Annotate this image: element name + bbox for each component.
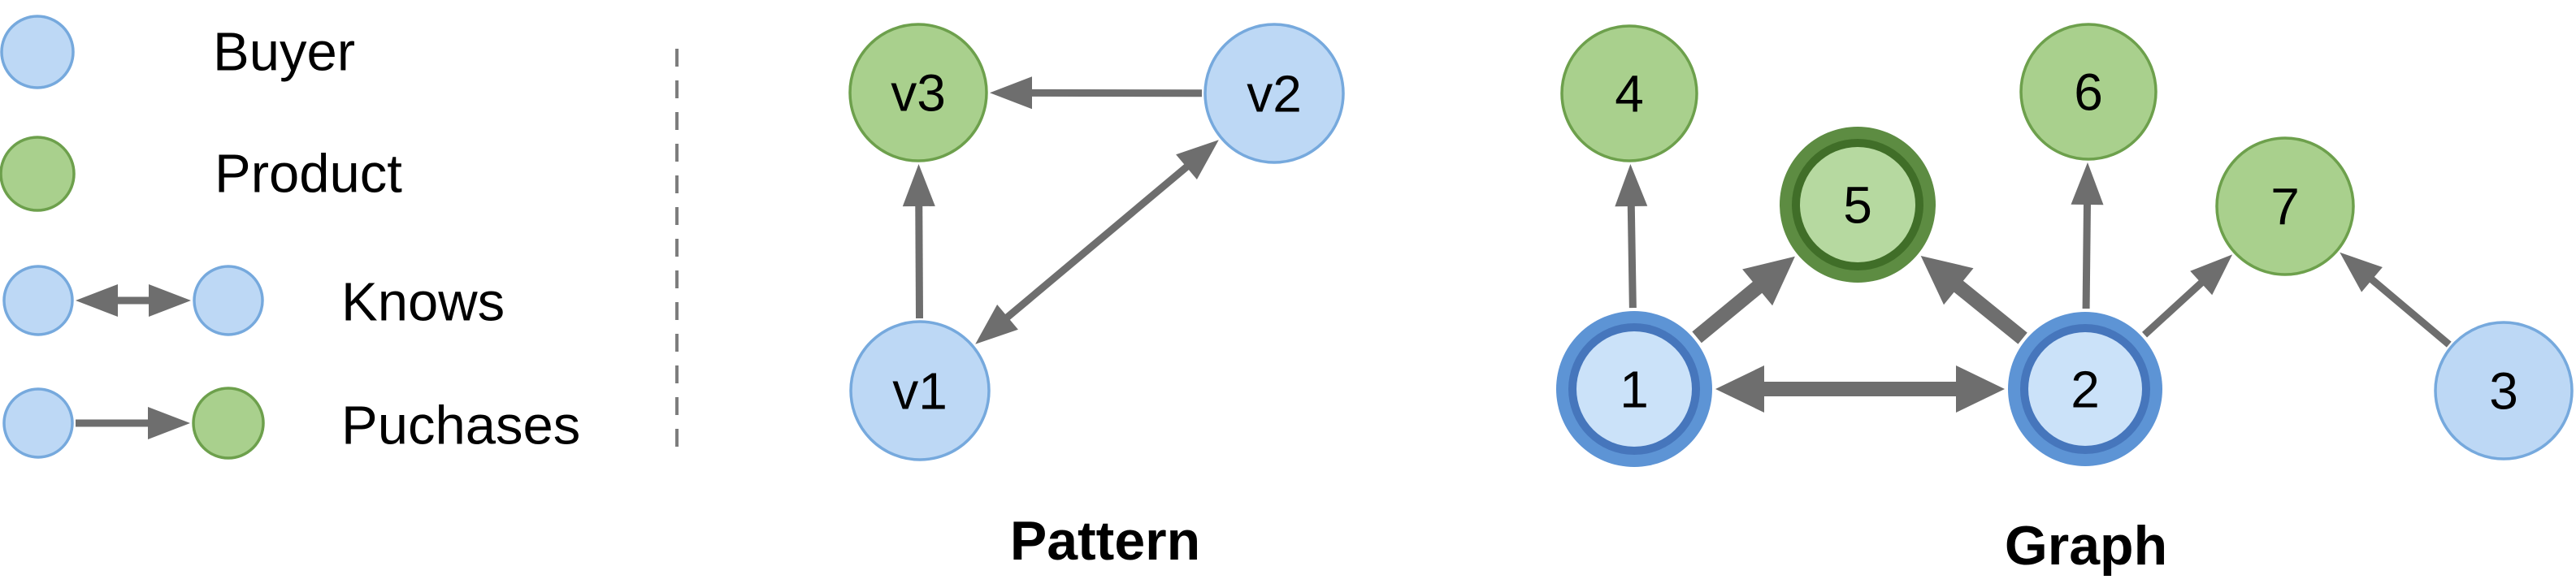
node-circle <box>2215 136 2355 276</box>
graph-node-2 <box>2008 312 2162 466</box>
legend-label-buyer: Buyer <box>213 21 356 83</box>
arrowhead-icon <box>1920 256 1974 305</box>
arrowhead-icon <box>1956 365 2005 413</box>
edge-shaft <box>1000 160 1195 324</box>
graph-section-title: Graph <box>2004 515 2168 577</box>
graph-node-label-3: 3 <box>2489 361 2518 420</box>
node-circle <box>193 265 264 336</box>
node-circle <box>2019 23 2158 161</box>
node-circle <box>849 320 991 461</box>
arrowhead-icon <box>2340 252 2383 292</box>
arrowhead-icon <box>2190 254 2233 296</box>
graph-edge-1-2-bidirectional-arrow <box>1715 365 2005 413</box>
node-circle <box>848 23 988 162</box>
graph-node-1 <box>1556 311 1712 467</box>
pattern-node-label-v3: v3 <box>891 63 946 122</box>
arrowhead-icon <box>1176 140 1219 179</box>
legend-node-legend-purchases-b <box>192 387 265 460</box>
graph-node-label-1: 1 <box>1620 360 1649 418</box>
edge-shaft <box>915 199 924 319</box>
graph-edge-3-7-arrow <box>2340 252 2452 348</box>
arrowhead-icon <box>149 284 191 317</box>
graph-node-4 <box>1560 24 1698 162</box>
edge-shaft <box>1692 277 1767 344</box>
graph-node-label-4: 4 <box>1615 64 1644 123</box>
graph-edge-1-5-arrow <box>1692 256 1795 344</box>
graph-node-5 <box>1780 127 1936 283</box>
graph-node-label-6: 6 <box>2074 63 2103 121</box>
arrowhead-icon <box>148 407 190 439</box>
edge-shaft <box>2364 272 2452 348</box>
pattern-edge-v1-v3-arrow <box>902 164 935 319</box>
legend-node-legend-product <box>0 136 76 212</box>
node-circle <box>1203 23 1345 164</box>
arrowhead-icon <box>1715 365 1764 413</box>
graph-edge-2-6-arrow <box>2071 162 2104 309</box>
graph-node-7 <box>2215 136 2355 276</box>
graph-edge-2-5-arrow <box>1920 256 2027 344</box>
arrowhead-icon <box>76 284 118 317</box>
pattern-node-v3 <box>848 23 988 162</box>
legend-label-product: Product <box>215 143 402 205</box>
graph-node-label-5: 5 <box>1843 175 1872 234</box>
pattern-edge-v1-v2-bidirectional-arrow <box>975 140 1219 344</box>
pattern-node-label-v1: v1 <box>892 361 948 420</box>
graph-node-6 <box>2019 23 2158 161</box>
legend-label-knows: Knows <box>341 271 505 333</box>
edge-shaft <box>1949 276 2027 344</box>
edge-shaft <box>2082 197 2092 309</box>
node-circle <box>1576 331 1692 447</box>
legend-node-legend-knows-b <box>193 265 264 336</box>
graph-node-3 <box>2434 321 2574 460</box>
arrowhead-icon <box>902 164 935 207</box>
graph-edge-2-7-arrow <box>2142 254 2233 338</box>
edge-shaft <box>2142 275 2209 338</box>
legend-label-purchases: Puchases <box>341 395 581 456</box>
node-circle <box>2 387 74 459</box>
arrowhead-icon <box>1615 164 1648 207</box>
pattern-edge-v2-v3-arrow <box>990 76 1203 110</box>
arrowhead-icon <box>1742 256 1795 306</box>
pattern-node-v2 <box>1203 23 1345 164</box>
pattern-node-label-v2: v2 <box>1247 64 1302 123</box>
node-circle <box>0 136 76 212</box>
legend-edge-legend-knows-a-legend-knows-b-bidirectional-arrow <box>76 284 191 317</box>
node-circle <box>1800 147 1915 262</box>
graph-node-label-7: 7 <box>2270 177 2300 236</box>
legend-edge-legend-purchases-a-legend-purchases-b-arrow <box>76 407 190 439</box>
node-circle <box>2 265 74 336</box>
node-circle <box>1560 24 1698 162</box>
graph-node-label-2: 2 <box>2071 360 2100 418</box>
pattern-node-v1 <box>849 320 991 461</box>
node-circle <box>0 15 75 89</box>
arrowhead-icon <box>975 305 1018 344</box>
node-circle <box>2028 332 2142 446</box>
arrowhead-icon <box>990 76 1032 110</box>
graph-edge-1-4-arrow <box>1615 164 1648 309</box>
legend-node-legend-knows-a <box>2 265 74 336</box>
edge-shaft <box>1627 199 1637 309</box>
node-circle <box>2434 321 2574 460</box>
legend-node-legend-buyer <box>0 15 75 89</box>
legend-node-legend-purchases-a <box>2 387 74 459</box>
pattern-section-title: Pattern <box>1009 510 1201 572</box>
node-circle <box>192 387 265 460</box>
arrowhead-icon <box>2071 162 2104 205</box>
